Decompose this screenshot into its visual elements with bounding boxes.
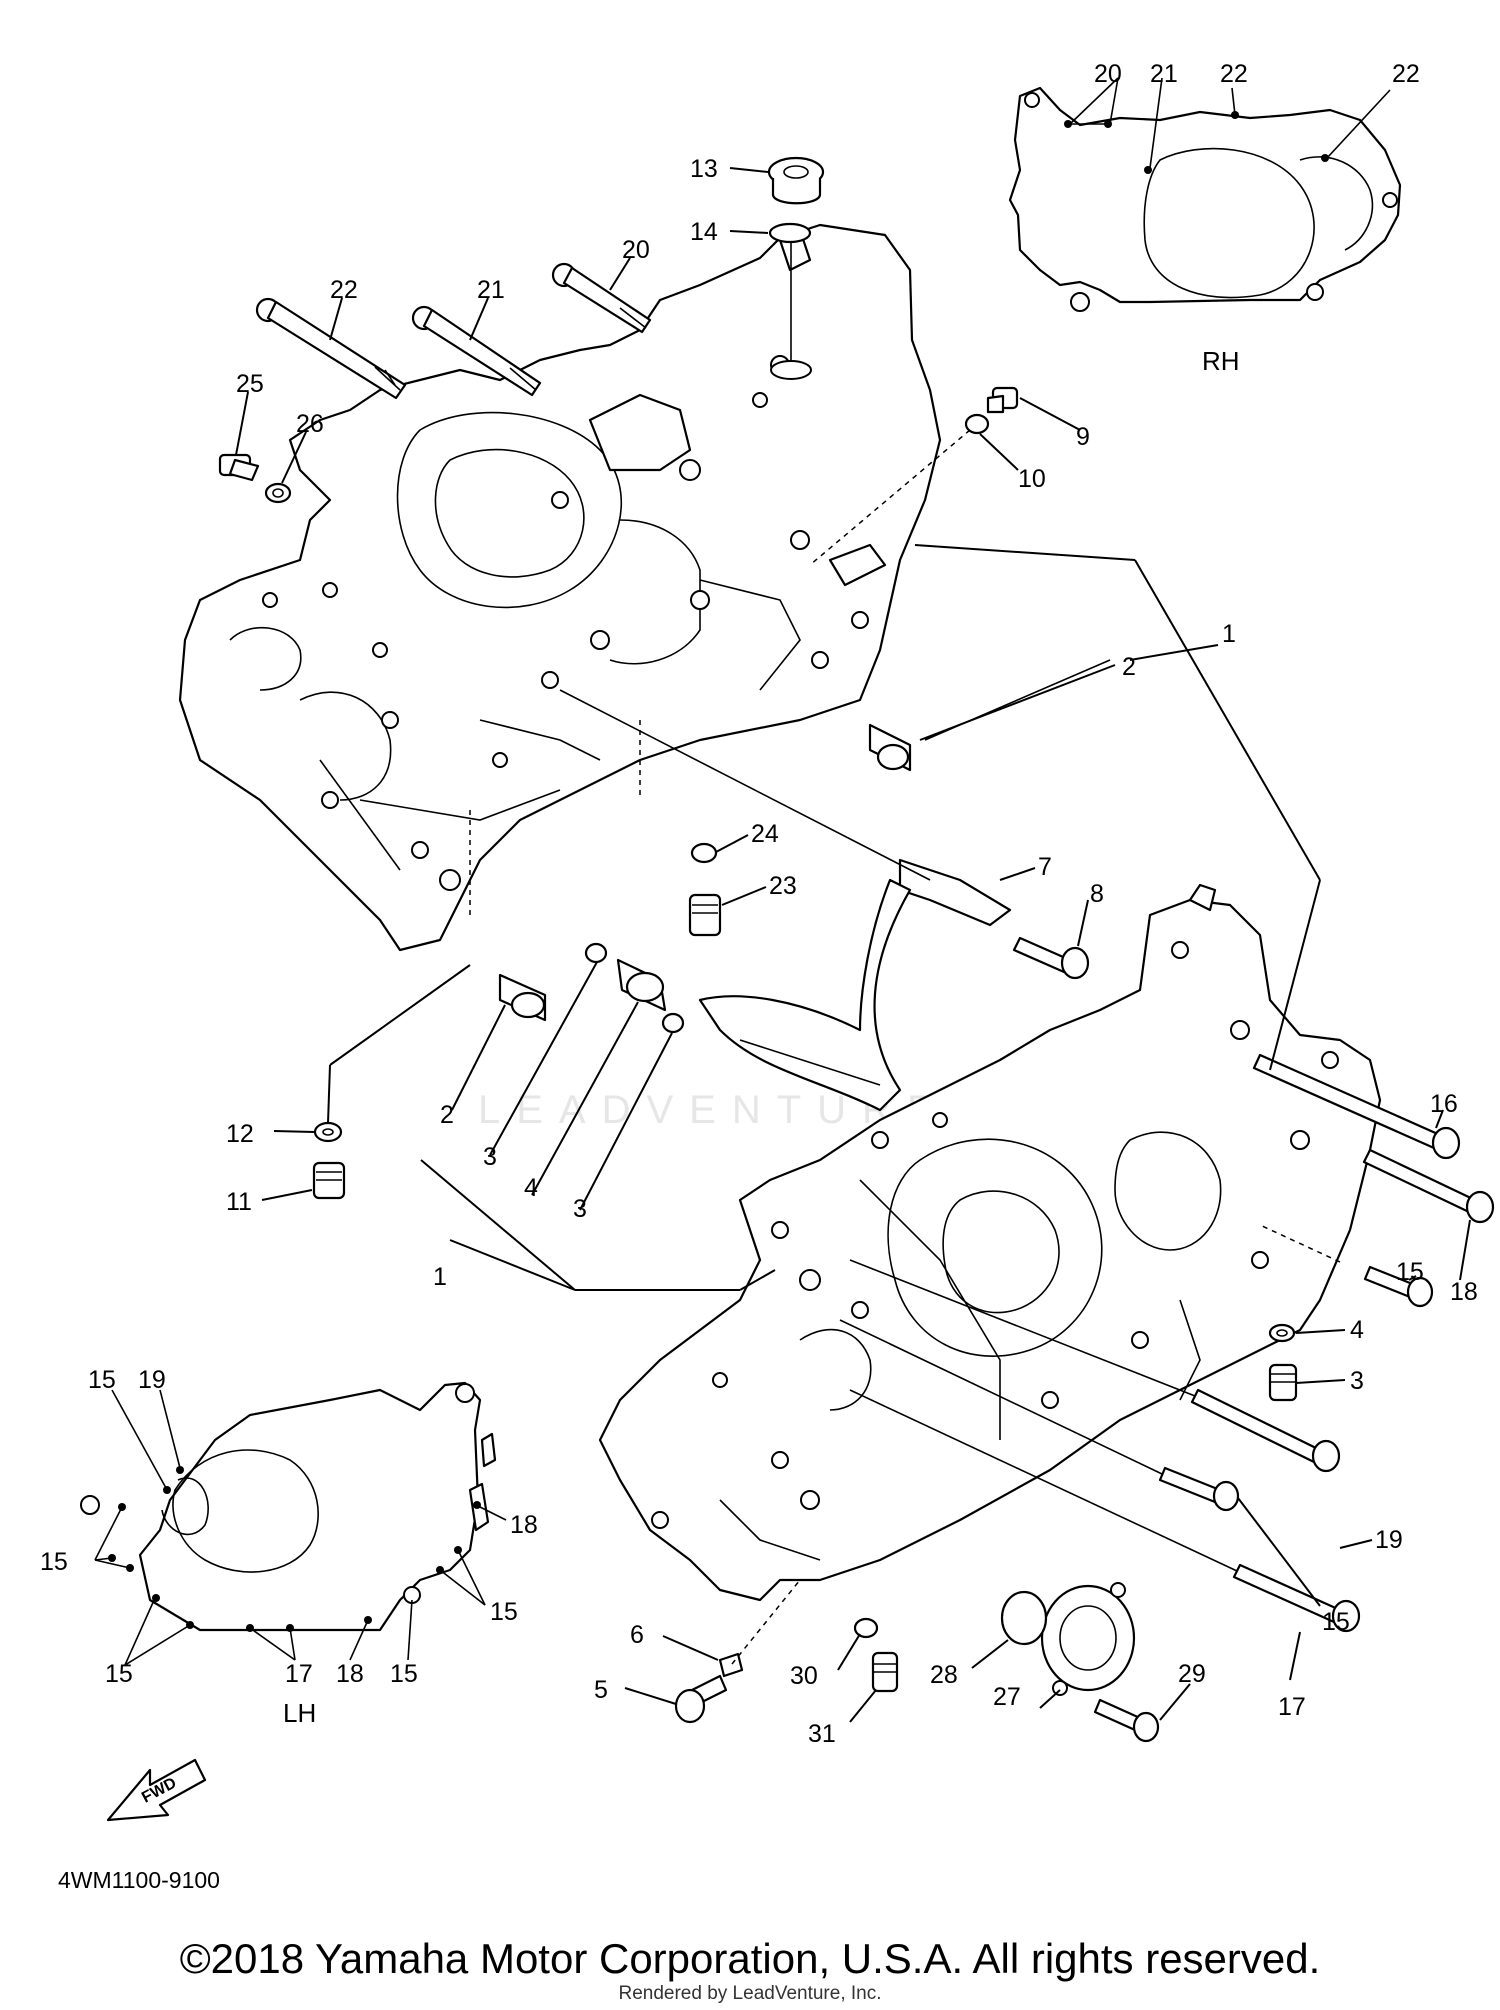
callout-13: 13	[690, 155, 718, 183]
callout-20: 20	[622, 236, 650, 264]
callout-15-lh-d: 15	[105, 1660, 133, 1688]
callout-22: 22	[330, 276, 358, 304]
right-side-bolts	[674, 1053, 1495, 1743]
middle-parts	[312, 659, 1111, 1200]
callout-6: 6	[630, 1621, 644, 1649]
callout-5: 5	[594, 1676, 608, 1704]
callout-29: 29	[1178, 1660, 1206, 1688]
callout-15-b: 15	[1322, 1608, 1350, 1636]
callout-3-c: 3	[1350, 1367, 1364, 1395]
callout-18: 18	[1450, 1278, 1478, 1306]
callout-12: 12	[226, 1120, 254, 1148]
callout-26: 26	[296, 410, 324, 438]
callout-14: 14	[690, 218, 718, 246]
left-crankcase-half	[178, 223, 942, 952]
callout-4-a: 4	[524, 1174, 538, 1202]
callout-23: 23	[769, 872, 797, 900]
callout-16: 16	[1430, 1090, 1458, 1118]
callout-31: 31	[808, 1720, 836, 1748]
upper-bolts	[218, 156, 1019, 566]
callout-24: 24	[751, 820, 779, 848]
copyright-notice: ©2018 Yamaha Motor Corporation, U.S.A. A…	[179, 1935, 1321, 1982]
callout-28: 28	[930, 1661, 958, 1689]
callout-11: 11	[226, 1188, 252, 1216]
callout-19: 19	[1375, 1526, 1403, 1554]
rh-inset-view: 20 21 22 22 RH	[1008, 60, 1420, 376]
callout-7: 7	[1038, 853, 1052, 881]
callout-22-rh-a: 22	[1220, 60, 1248, 88]
callout-4-b: 4	[1350, 1316, 1364, 1344]
lh-view-label: LH	[283, 1698, 316, 1728]
callout-22-rh-b: 22	[1392, 60, 1420, 88]
rendered-by-note: Rendered by LeadVenture, Inc.	[618, 1983, 882, 2004]
lh-inset-view: 15 19 15 18 15 15 17 18 15 LH	[40, 1366, 538, 1728]
callout-25: 25	[236, 370, 264, 398]
callout-17: 17	[1278, 1693, 1306, 1721]
callout-15-lh-e: 15	[390, 1660, 418, 1688]
callout-8: 8	[1090, 880, 1104, 908]
callout-18-lh-a: 18	[510, 1511, 538, 1539]
callout-18-lh-b: 18	[336, 1660, 364, 1688]
callout-1-a: 1	[1222, 620, 1236, 648]
rh-view-label: RH	[1202, 346, 1240, 376]
callout-10: 10	[1018, 465, 1046, 493]
callout-15-lh-c: 15	[490, 1598, 518, 1626]
callout-2-b: 2	[440, 1101, 454, 1129]
callout-9: 9	[1076, 423, 1090, 451]
callout-group: 1 2 2 3 4 3 1 12 11 24 23 7 8 9 10 13 14…	[226, 155, 1478, 1748]
callout-3-a: 3	[483, 1143, 497, 1171]
callout-30: 30	[790, 1662, 818, 1690]
callout-1-b: 1	[433, 1263, 447, 1291]
callout-17-lh: 17	[285, 1660, 313, 1688]
callout-19-lh: 19	[138, 1366, 166, 1394]
callout-21: 21	[477, 276, 505, 304]
callout-15-lh-b: 15	[40, 1548, 68, 1576]
callout-21-rh: 21	[1150, 60, 1178, 88]
callout-15-lh-a: 15	[88, 1366, 116, 1394]
callout-3-b: 3	[573, 1195, 587, 1223]
fwd-arrow-icon: FWD	[106, 1758, 207, 1822]
callout-2-a: 2	[1122, 653, 1136, 681]
callout-20-rh: 20	[1094, 60, 1122, 88]
part-code: 4WM1100-9100	[58, 1867, 220, 1893]
right-crankcase-half	[598, 883, 1382, 1602]
callout-27: 27	[993, 1683, 1021, 1711]
callout-15-a: 15	[1396, 1258, 1424, 1286]
